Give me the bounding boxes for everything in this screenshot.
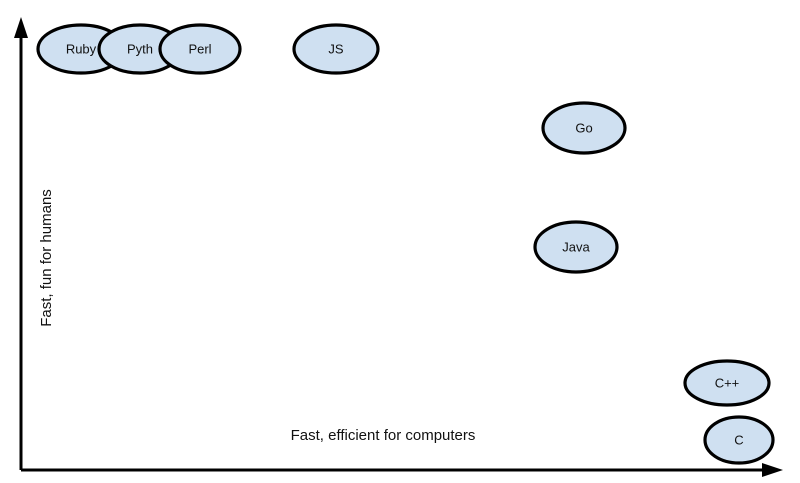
data-point-c[interactable]: C++	[683, 359, 771, 407]
data-point-label: Java	[562, 239, 590, 254]
x-axis-arrow	[21, 463, 783, 477]
data-point-label: Perl	[188, 41, 211, 56]
data-point-label: Ruby	[66, 41, 97, 56]
data-point-label: Go	[575, 120, 592, 135]
data-point-label: C++	[715, 375, 740, 390]
data-point-js[interactable]: JS	[292, 23, 380, 75]
data-point-java[interactable]: Java	[533, 220, 619, 274]
y-axis-label: Fast, fun for humans	[38, 189, 55, 327]
data-point-ellipse[interactable]	[158, 23, 242, 75]
data-point-ellipse[interactable]	[292, 23, 380, 75]
data-point-c[interactable]: C	[703, 415, 775, 465]
data-point-go[interactable]: Go	[541, 101, 627, 155]
data-point-ellipse[interactable]	[533, 220, 619, 274]
x-axis-arrowhead	[762, 463, 783, 477]
data-point-pyth[interactable]: Pyth	[97, 23, 183, 75]
data-point-ellipse[interactable]	[541, 101, 627, 155]
data-point-label: JS	[328, 41, 344, 56]
y-axis-arrow	[14, 17, 28, 470]
x-axis-label: Fast, efficient for computers	[291, 427, 476, 444]
data-point-label: C	[734, 432, 743, 447]
data-point-ellipse[interactable]	[683, 359, 771, 407]
data-point-perl[interactable]: Perl	[158, 23, 242, 75]
data-point-ellipse[interactable]	[703, 415, 775, 465]
y-axis-arrowhead	[14, 17, 28, 38]
data-point-label: Pyth	[127, 41, 153, 56]
